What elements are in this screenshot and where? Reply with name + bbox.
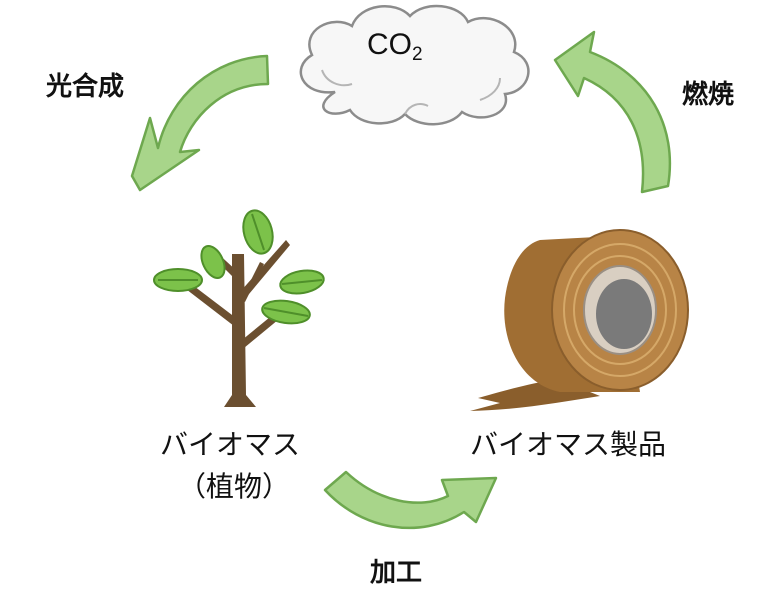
- product-label: バイオマス製品: [470, 428, 667, 461]
- combustion-arrow: [553, 30, 672, 194]
- combustion-label: 燃焼: [682, 80, 735, 110]
- co2-cloud: [299, 4, 530, 126]
- photosynthesis-arrow: [130, 54, 270, 192]
- co2-subscript: 2: [412, 44, 423, 65]
- co2-label: CO2: [367, 28, 423, 66]
- plant-label: バイオマス: [160, 428, 301, 461]
- plant-illustration: [153, 209, 325, 407]
- photosynthesis-label: 光合成: [46, 72, 125, 102]
- tape-roll-illustration: [470, 229, 689, 411]
- plant-sublabel: （植物）: [178, 470, 291, 503]
- processing-arrow: [323, 470, 498, 530]
- processing-label: 加工: [370, 558, 423, 588]
- co2-text: CO: [367, 28, 412, 61]
